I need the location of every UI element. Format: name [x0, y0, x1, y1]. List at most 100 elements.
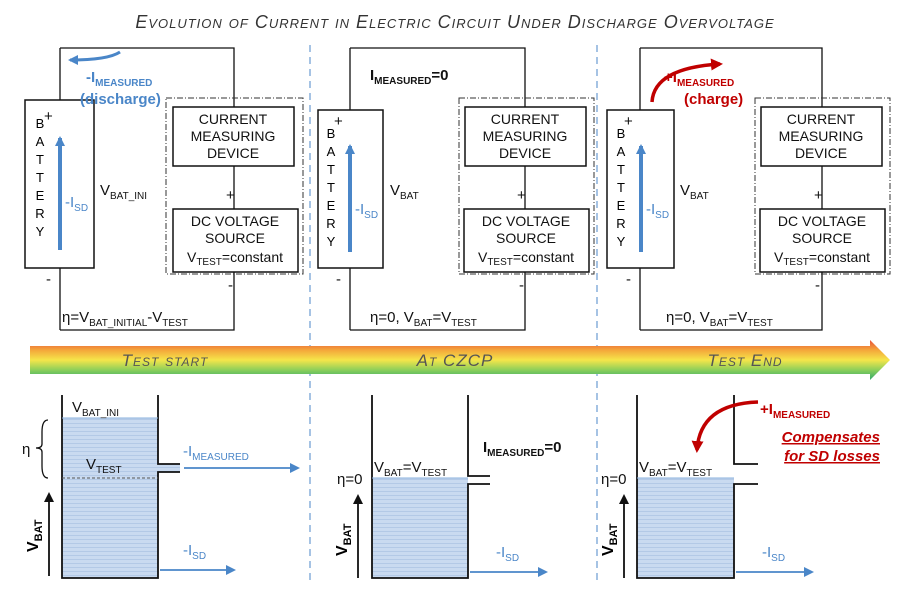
current-measuring-device: [760, 106, 883, 167]
isd-label: -ISD: [65, 194, 88, 214]
svg-text:-: -: [815, 277, 820, 294]
svg-text:DC VOLTAGE: DC VOLTAGE: [482, 213, 570, 229]
isd-label: -ISD: [183, 542, 206, 562]
dc-vtest: VTEST=constant: [187, 249, 283, 268]
isd-label: -ISD: [496, 544, 519, 564]
imeasured-arrow: [68, 50, 121, 65]
isd-label: -ISD: [762, 544, 785, 564]
timeline-arrow: Test start At CZCP Test End: [30, 340, 890, 380]
battery-letter: T: [327, 162, 335, 177]
plus-sign: +: [624, 113, 633, 130]
battery-letter: T: [36, 170, 44, 185]
battery-letter: R: [326, 216, 335, 231]
svg-text:MEASURING: MEASURING: [779, 128, 864, 144]
isd-label: -ISD: [646, 201, 669, 221]
plus-sign: +: [44, 108, 53, 125]
battery-letter: R: [35, 206, 44, 221]
minus-sign: -: [336, 271, 341, 288]
vtest-label: VTEST: [86, 456, 122, 476]
sd-losses-text: for SD losses: [784, 448, 880, 465]
dc-line2: SOURCE: [205, 230, 265, 246]
minus-sign: -: [228, 277, 233, 294]
eta-label: η: [22, 441, 30, 458]
dc-voltage-source: [463, 208, 590, 273]
page-title: Evolution of Current in Electric Circuit…: [135, 12, 774, 32]
svg-text:VTEST=constant: VTEST=constant: [478, 249, 574, 268]
svg-text:DEVICE: DEVICE: [795, 145, 847, 161]
tank-at-czcp: VBAT=VTEST η=0 IMEASURED=0 -ISD VBAT: [334, 395, 562, 579]
imeasured-label: -IMEASURED: [86, 69, 152, 89]
vbat-axis-label: VBAT: [600, 523, 620, 556]
battery-letter: B: [36, 116, 45, 131]
svg-text:-: -: [519, 277, 524, 294]
eta-equation: η=VBAT_INITIAL-VTEST: [62, 309, 188, 329]
vbat-ini-label: VBAT_INI: [72, 399, 119, 419]
battery-letter: A: [36, 134, 45, 149]
minus-sign: -: [626, 271, 631, 288]
battery-letter: A: [327, 144, 336, 159]
battery-letter: E: [617, 198, 626, 213]
battery-letter: Y: [617, 234, 626, 249]
eta-equation: η=0, VBAT=VTEST: [370, 309, 477, 329]
plus-sign: +: [226, 187, 235, 204]
imeasured-note: (charge): [684, 91, 743, 108]
svg-text:+: +: [814, 187, 823, 204]
eta-zero-label: η=0: [337, 471, 362, 488]
cmd-line1: CURRENT: [199, 111, 268, 127]
battery-letter: R: [616, 216, 625, 231]
battery-letter: T: [617, 180, 625, 195]
svg-text:SOURCE: SOURCE: [496, 230, 556, 246]
cmd-line3: DEVICE: [207, 145, 259, 161]
vbat-label: VBAT_INI: [100, 182, 147, 202]
battery-letter: T: [617, 162, 625, 177]
svg-text:CURRENT: CURRENT: [491, 111, 560, 127]
current-measuring-device: [172, 106, 295, 167]
battery-letter: B: [327, 126, 336, 141]
svg-text:CURRENT: CURRENT: [787, 111, 856, 127]
current-measuring-device: [464, 106, 587, 167]
vbat-equals-vtest: VBAT=VTEST: [639, 459, 712, 479]
tank-test-start: VBAT_INI VTEST η -IMEASURED -ISD VBAT: [22, 395, 300, 579]
battery-letter: Y: [327, 234, 336, 249]
eta-equation: η=0, VBAT=VTEST: [666, 309, 773, 329]
phase-at-czcp: At CZCP: [416, 351, 494, 370]
svg-text:SOURCE: SOURCE: [792, 230, 852, 246]
imeasured-arrow: [650, 58, 723, 103]
battery-letter: E: [36, 188, 45, 203]
imeasured-label: +IMEASURED: [760, 401, 830, 421]
imeasured-arrow: [691, 400, 759, 453]
vbat-axis-label: VBAT: [25, 519, 45, 552]
phase-test-end: Test End: [707, 351, 782, 370]
imeasured-label: -IMEASURED: [183, 443, 249, 463]
plus-sign: +: [334, 113, 343, 130]
svg-text:+: +: [517, 187, 526, 204]
eta-brace: [35, 419, 49, 479]
battery-letter: A: [617, 144, 626, 159]
vbat-label: VBAT: [390, 182, 419, 202]
battery-letter: Y: [36, 224, 45, 239]
isd-label: -ISD: [355, 201, 378, 221]
minus-sign: -: [46, 271, 51, 288]
svg-text:DC VOLTAGE: DC VOLTAGE: [778, 213, 866, 229]
compensates-text: Compensates: [782, 429, 880, 446]
svg-text:DEVICE: DEVICE: [499, 145, 551, 161]
imeasured-label: +IMEASURED: [664, 69, 734, 89]
eta-zero-label: η=0: [601, 471, 626, 488]
svg-text:VTEST=constant: VTEST=constant: [774, 249, 870, 268]
battery-letter: T: [36, 152, 44, 167]
dc-voltage-source: [759, 208, 886, 273]
phase-test-start: Test start: [122, 351, 209, 370]
dc-voltage-source: [172, 208, 299, 273]
vbat-equals-vtest: VBAT=VTEST: [374, 459, 447, 479]
imeasured-label: IMEASURED=0: [483, 439, 562, 459]
tank-test-end: VBAT=VTEST η=0 +IMEASURED Compensates fo…: [600, 395, 880, 579]
dc-line1: DC VOLTAGE: [191, 213, 279, 229]
vbat-label: VBAT: [680, 182, 709, 202]
